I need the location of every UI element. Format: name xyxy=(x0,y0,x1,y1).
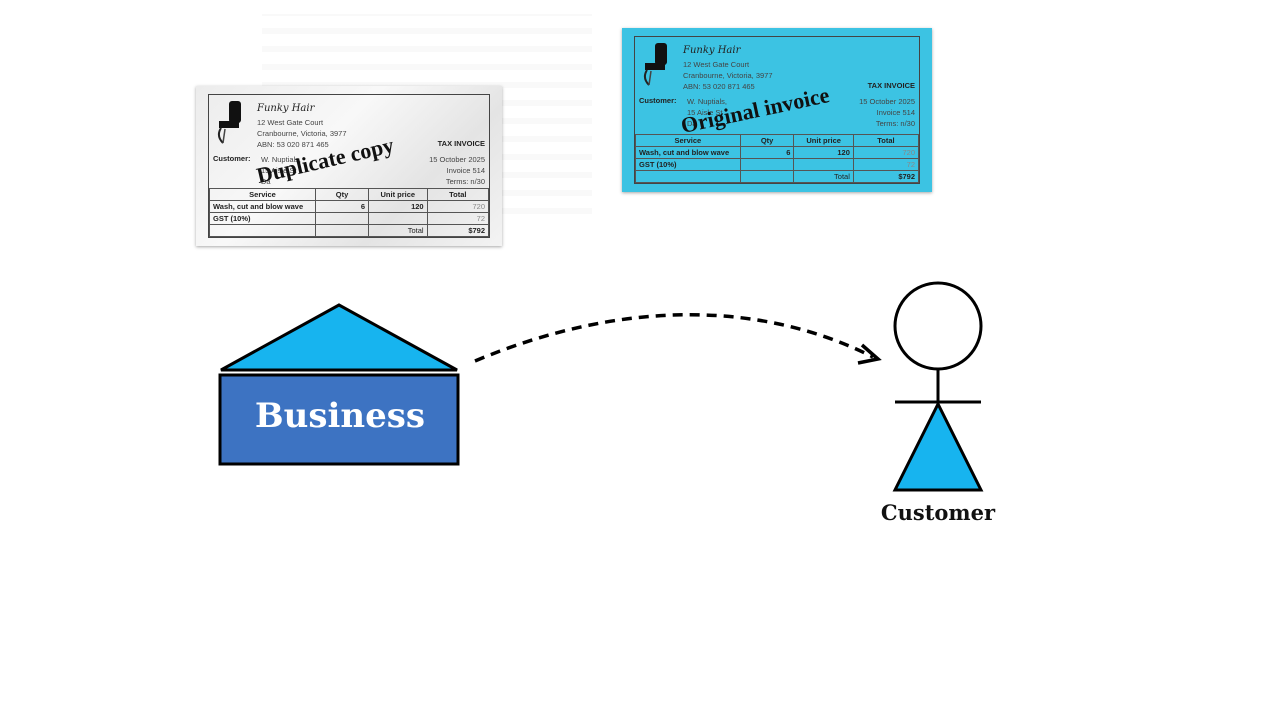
customer-head xyxy=(893,281,983,371)
business-roof xyxy=(220,303,458,372)
customer-field-label: Customer: xyxy=(639,96,677,105)
customer-address: W. Nuptials, 15 Aisle St Da xyxy=(261,155,302,186)
table-cell: $792 xyxy=(426,224,490,237)
invoice-border: Funky Hair 12 West Gate Court Cranbourne… xyxy=(634,36,920,184)
hairdryer-logo-icon xyxy=(643,43,667,86)
invoice-table: Service Qty Unit price Total Wash, cut a… xyxy=(635,134,920,183)
tax-invoice-heading: TAX INVOICE xyxy=(437,139,485,148)
customer-field-label: Customer: xyxy=(213,154,251,163)
business-label: Business xyxy=(254,396,426,436)
invoice-details: 15 October 2025 Invoice 514 Terms: n/30 xyxy=(859,97,915,128)
table-cell xyxy=(635,170,741,183)
customer-label: Customer xyxy=(880,500,996,525)
invoice-address: 12 West Gate Court Cranbourne, Victoria,… xyxy=(257,118,347,149)
invoice-details: 15 October 2025 Invoice 514 Terms: n/30 xyxy=(429,155,485,186)
business-building xyxy=(218,373,460,466)
table-cell xyxy=(208,224,317,237)
table-row: Total $792 xyxy=(208,224,490,237)
table-row: Total $792 xyxy=(635,170,920,183)
invoice-address: 12 West Gate Court Cranbourne, Victoria,… xyxy=(683,60,773,91)
invoice-table: Service Qty Unit price Total Wash, cut a… xyxy=(208,188,490,237)
table-cell xyxy=(315,224,370,237)
table-row: GST (10%) 72 xyxy=(635,158,920,171)
table-row: GST (10%) 72 xyxy=(208,212,490,225)
duplicate-invoice: Funky Hair 12 West Gate Court Cranbourne… xyxy=(196,86,502,246)
table-cell: Total xyxy=(793,170,854,183)
table-header-row: Service Qty Unit price Total xyxy=(635,134,920,147)
tax-invoice-heading: TAX INVOICE xyxy=(867,81,915,90)
table-header-row: Service Qty Unit price Total xyxy=(208,188,490,201)
customer-body xyxy=(892,400,984,492)
invoice-business-name: Funky Hair xyxy=(257,103,315,114)
arrow-head-icon xyxy=(857,343,882,365)
original-invoice: Funky Hair 12 West Gate Court Cranbourne… xyxy=(622,28,932,192)
flow-arrow-line xyxy=(474,313,874,363)
invoice-business-name: Funky Hair xyxy=(683,45,741,56)
invoice-border: Funky Hair 12 West Gate Court Cranbourne… xyxy=(208,94,490,238)
hairdryer-logo-icon xyxy=(217,101,241,144)
customer-address: W. Nuptials, 15 Aisle St Da xyxy=(687,97,728,128)
table-cell: $792 xyxy=(852,170,920,183)
